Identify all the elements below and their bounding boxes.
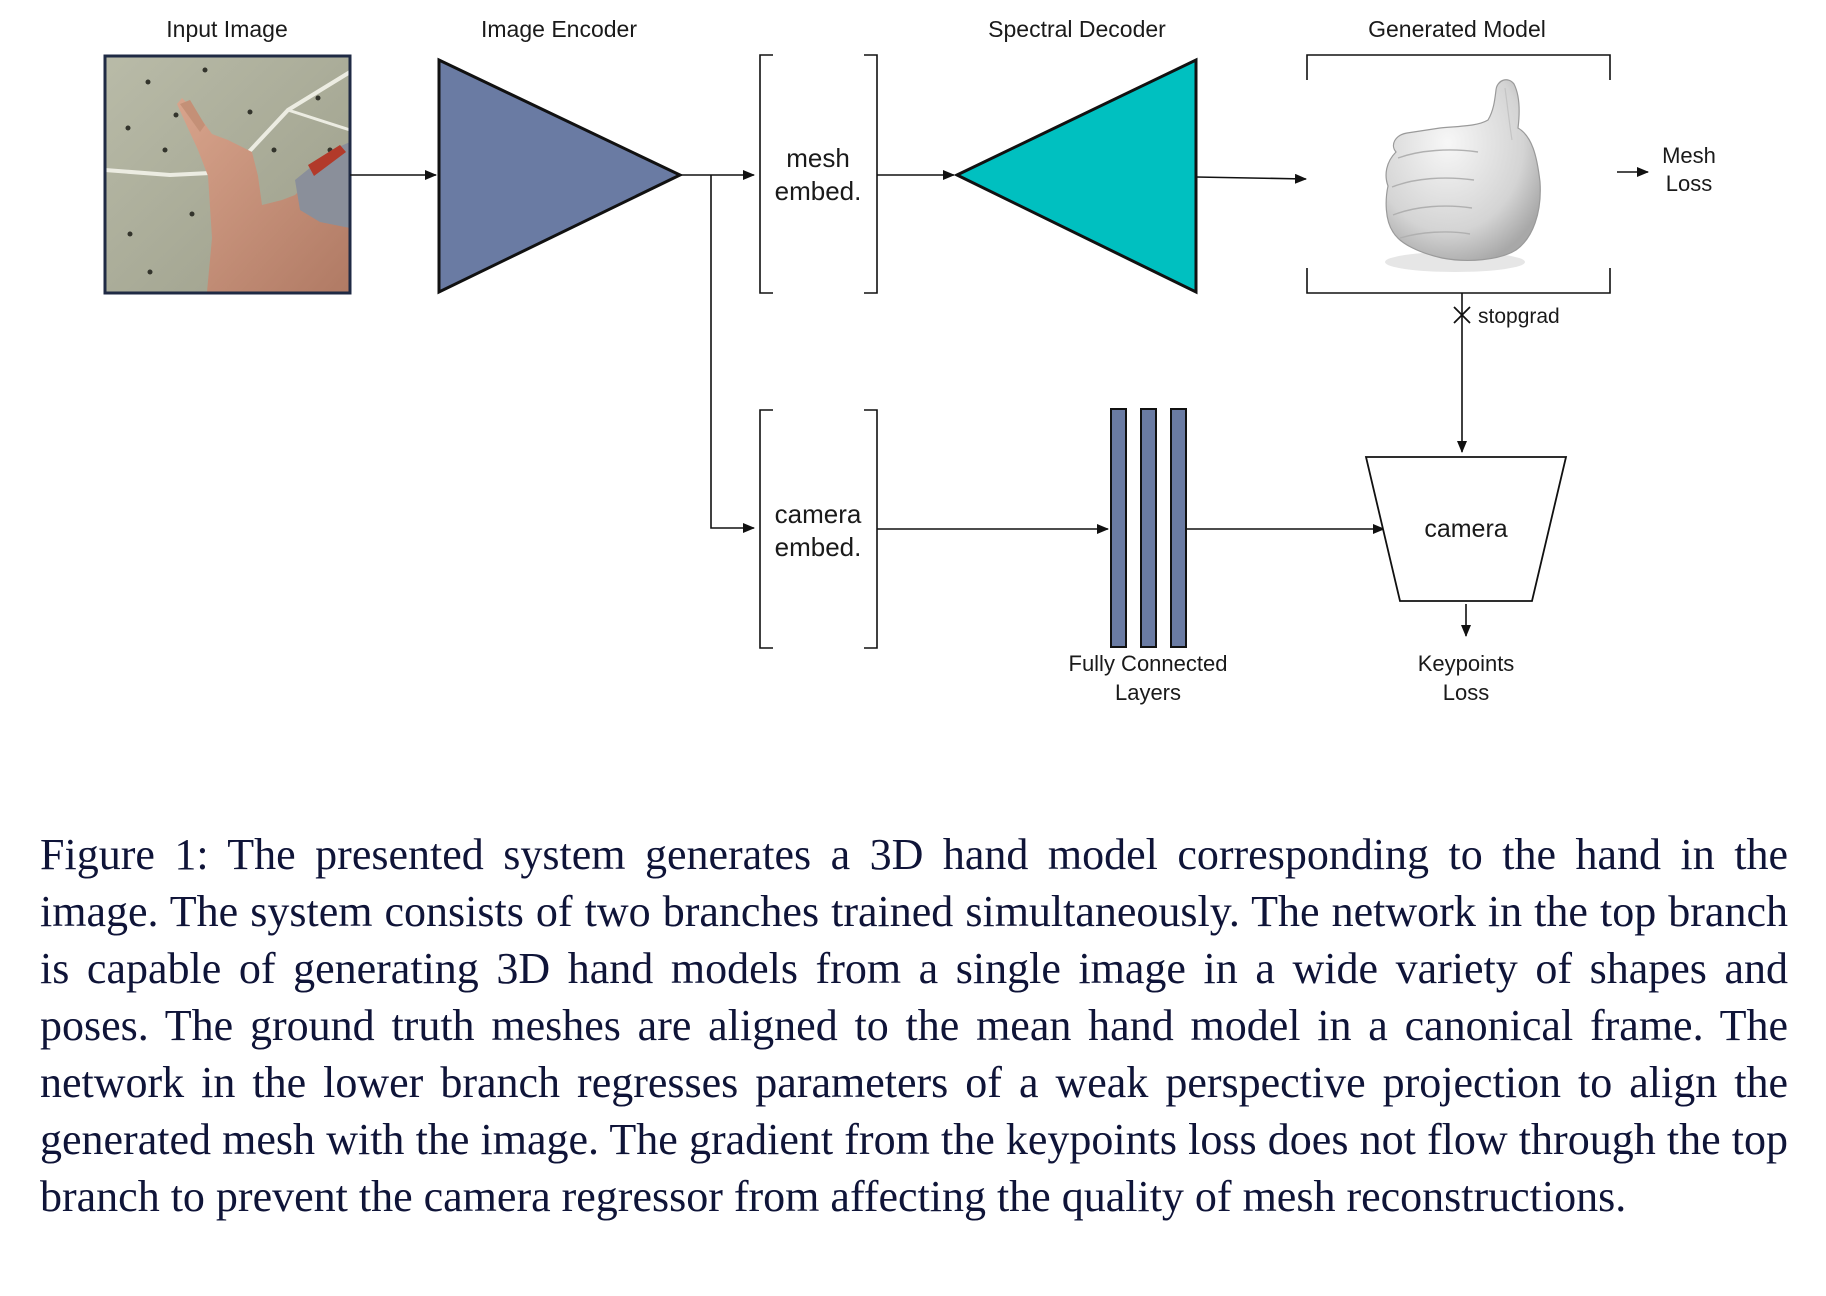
arrow-encoder-to-camera-embed: [710, 175, 755, 533]
fc-layer-1: [1110, 408, 1127, 648]
fc-layer-2: [1140, 408, 1157, 648]
generated-model-title: Generated Model: [1368, 16, 1546, 42]
mesh-loss-label-line1: Mesh: [1662, 143, 1716, 168]
spectral-decoder-block: [953, 57, 1198, 295]
pipeline-diagram: Input Image Image Encoder Spectral Decod…: [103, 16, 1716, 705]
mesh-embed-vector: mesh embed.: [759, 54, 878, 294]
camera-projection-block: [1364, 456, 1568, 602]
camera-embed-vector: camera embed.: [759, 409, 878, 649]
spectral-decoder-title: Spectral Decoder: [988, 16, 1166, 42]
mesh-embed-label-line1: mesh: [786, 143, 850, 173]
generated-model-frame: [1306, 54, 1611, 294]
fc-label-line2: Layers: [1115, 680, 1181, 705]
camera-embed-label-line1: camera: [775, 499, 862, 529]
keypoints-loss-label-line1: Keypoints: [1418, 651, 1515, 676]
mesh-loss-label-line2: Loss: [1666, 171, 1712, 196]
stopgrad-cross-icon: [1453, 306, 1471, 324]
keypoints-loss-label-line2: Loss: [1443, 680, 1489, 705]
input-image-title: Input Image: [166, 16, 287, 42]
input-image: [103, 54, 352, 295]
fc-layer-3: [1170, 408, 1187, 648]
camera-label: camera: [1424, 515, 1507, 543]
camera-embed-label-line2: embed.: [775, 532, 862, 562]
image-encoder-title: Image Encoder: [481, 16, 637, 42]
arrow-decoder-to-model: [1195, 173, 1307, 184]
mesh-embed-label-line2: embed.: [775, 176, 862, 206]
figure-caption: Figure 1: The presented system generates…: [40, 830, 1788, 1221]
fully-connected-layers: [1110, 408, 1187, 648]
hand-3d-mesh-icon: [1385, 79, 1541, 272]
fc-label-line1: Fully Connected: [1069, 651, 1228, 676]
image-encoder-block: [437, 57, 684, 295]
stopgrad-label: stopgrad: [1478, 305, 1560, 328]
